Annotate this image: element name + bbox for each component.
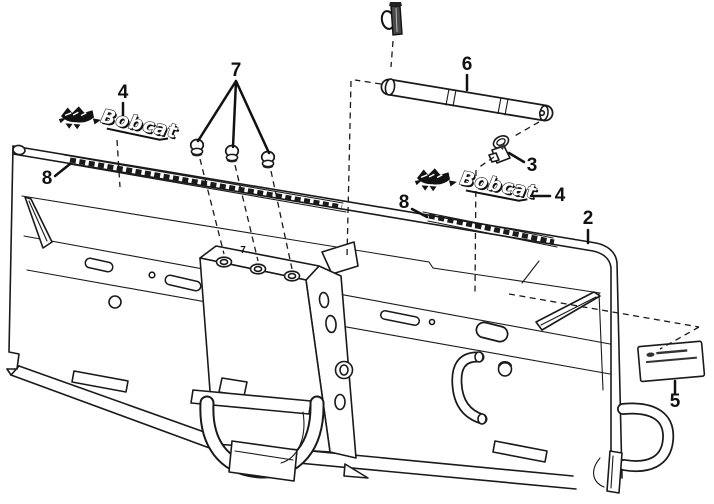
round-hole — [108, 295, 122, 309]
flange-left-cap — [6, 365, 20, 376]
rod-end-hole — [538, 109, 546, 117]
right-panel-details — [380, 291, 601, 463]
side-hole — [318, 291, 330, 309]
pin-fastener — [224, 144, 240, 163]
flange-tab-right — [492, 440, 548, 463]
lynch-pin-top — [380, 2, 403, 36]
callout-label-3: 3 — [527, 155, 538, 176]
side-hole — [325, 314, 337, 334]
callout-label-8-left: 8 — [42, 168, 53, 189]
serial-decal — [637, 340, 706, 383]
small-hole — [148, 271, 156, 279]
grip-strip-right — [428, 213, 555, 245]
callout-label-7: 7 — [231, 60, 242, 81]
bobcat-head-icon — [57, 104, 103, 132]
small-hole — [428, 318, 436, 326]
callout-labels: 4 7 6 3 4 8 8 2 5 7 — [42, 54, 681, 412]
right-panel-edge — [598, 292, 604, 391]
bracket-top-holes — [215, 256, 301, 282]
bobcat-head-icon — [413, 166, 459, 194]
decal-text-smudge — [656, 349, 688, 355]
bobcat-logo-right: Bobcat Bobcat — [413, 166, 540, 205]
clamp-inner-pad — [228, 440, 298, 482]
callout-label-2: 2 — [583, 208, 594, 229]
callout-label-4-left: 4 — [118, 82, 129, 103]
frame-top-edge-inner — [12, 153, 612, 471]
center-bracket — [199, 241, 359, 459]
clamp-lever — [190, 377, 369, 482]
callout-label-7-small: 7 — [240, 245, 246, 256]
dashed-assembly-lines — [116, 40, 700, 350]
end-plate — [606, 450, 623, 494]
clamp-point — [343, 463, 369, 479]
frame-left-edge — [6, 145, 20, 370]
callout-label-6: 6 — [462, 54, 473, 75]
corner-brace-line — [521, 260, 540, 284]
rolled-lip-curl — [593, 457, 605, 488]
bracket-hook-plate — [321, 241, 359, 275]
pin-fastener — [189, 138, 205, 157]
callout-leaders — [53, 73, 677, 395]
decal-text-smudge — [646, 356, 697, 364]
flange-tab-left — [71, 370, 129, 393]
left-panel-details — [24, 196, 202, 393]
bottom-right-assembly — [593, 402, 675, 494]
callout-label-5: 5 — [670, 391, 681, 412]
rod-assembly — [380, 78, 554, 122]
callout-label-8-right: 8 — [399, 192, 410, 213]
pin-fastener — [260, 150, 276, 169]
crease-upper — [21, 195, 601, 294]
clip-part-3 — [488, 135, 511, 164]
callout-label-4-right: 4 — [555, 185, 566, 206]
rod-ring-marks — [445, 88, 509, 116]
bobcat-wordmark: Bobcat — [99, 105, 180, 143]
frame-top-edge — [12, 145, 623, 479]
bobcat-logo-left: Bobcat Bobcat — [57, 104, 181, 145]
clamp-bar — [190, 389, 312, 415]
